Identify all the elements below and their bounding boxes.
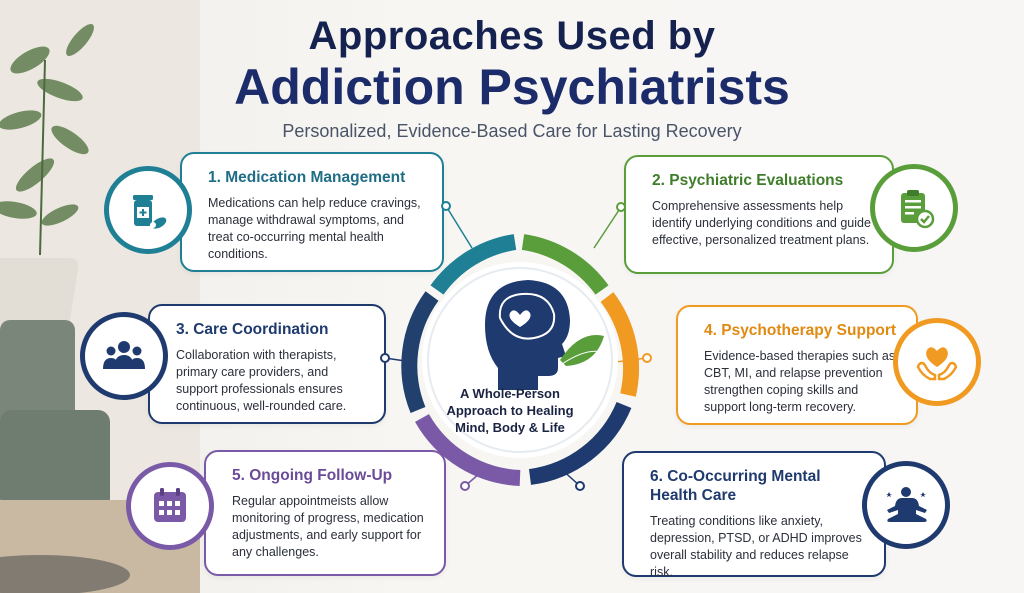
meditation-icon	[862, 461, 950, 549]
connector-dot	[380, 353, 390, 363]
card-care-coordination: 3. Care Coordination Collaboration with …	[148, 304, 386, 424]
subtitle: Personalized, Evidence-Based Care for La…	[282, 121, 742, 141]
center-line-3: Mind, Body & Life	[455, 420, 565, 435]
card-heading: 2. Psychiatric Evaluations	[652, 172, 844, 189]
medication-icon	[104, 166, 192, 254]
connector-dot	[460, 481, 470, 491]
card-heading: 1. Medication Management	[208, 169, 406, 186]
card-heading: 6. Co-Occurring Mental Health Care	[650, 468, 821, 504]
connector-dot	[642, 353, 652, 363]
card-psychiatric-evaluations: 2. Psychiatric Evaluations Comprehensive…	[624, 155, 894, 274]
head-brain-icon	[485, 280, 604, 390]
card-body: Medications can help reduce cravings, ma…	[208, 196, 421, 261]
title-line-2: Addiction Psychiatrists	[234, 59, 790, 115]
card-co-occurring-mental-health-care: 6. Co-Occurring Mental Health Care Treat…	[622, 451, 886, 579]
center-caption: A Whole-Person Approach to Healing Mind,…	[440, 385, 580, 436]
connector-dot	[616, 202, 626, 212]
card-heading: 4. Psychotherapy Support	[704, 322, 897, 339]
card-heading: 5. Ongoing Follow-Up	[232, 467, 393, 484]
connector-dot	[575, 481, 585, 491]
card-body: Evidence-based therapies such as CBT, MI…	[704, 349, 896, 414]
card-body: Regular appointmeists allow monitoring o…	[232, 494, 424, 559]
card-heading: 3. Care Coordination	[176, 321, 329, 338]
center-line-2: Approach to Healing	[446, 403, 574, 418]
connector-dot	[441, 201, 451, 211]
heart-hands-icon	[893, 318, 981, 406]
clipboard-check-icon	[870, 164, 958, 252]
card-ongoing-follow-up: 5. Ongoing Follow-Up Regular appointmeis…	[204, 450, 446, 576]
card-body: Collaboration with therapists, primary c…	[176, 348, 347, 413]
card-psychotherapy-support: 4. Psychotherapy Support Evidence-based …	[676, 305, 918, 425]
title-line-1: Approaches Used by	[308, 14, 716, 58]
card-body: Treating conditions like anxiety, depres…	[650, 514, 862, 579]
background-decor	[0, 0, 200, 593]
calendar-icon	[126, 462, 214, 550]
team-icon	[80, 312, 168, 400]
card-body: Comprehensive assessments help identify …	[652, 199, 871, 247]
center-line-1: A Whole-Person	[460, 386, 560, 401]
card-medication-management: 1. Medication Management Medications can…	[180, 152, 444, 272]
